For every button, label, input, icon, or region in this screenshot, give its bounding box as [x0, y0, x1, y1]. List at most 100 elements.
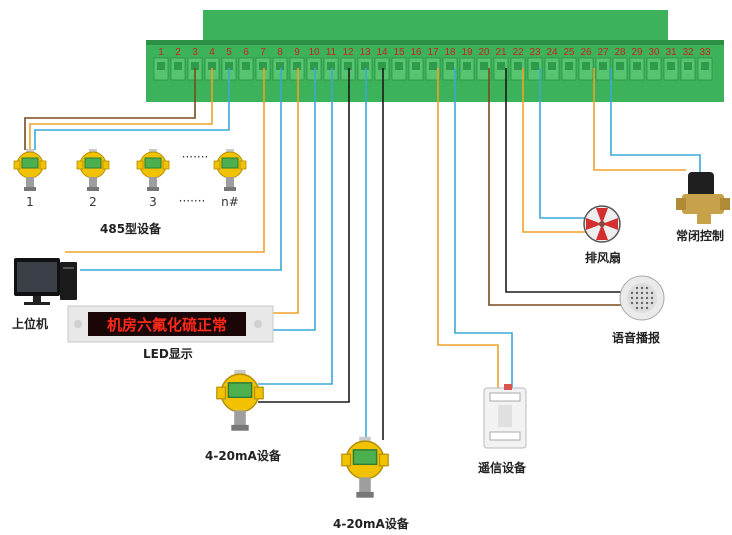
- device-ellipsis: ·······: [179, 194, 206, 208]
- wire-t1-blue: [258, 68, 333, 385]
- terminal-screw: [293, 62, 301, 70]
- terminal-screw: [599, 62, 607, 70]
- terminal-label: 24: [546, 47, 558, 58]
- sensor-485-group: 1 2 3 ······· n# ······· 485型设备: [13, 149, 247, 236]
- terminal-screw: [446, 62, 454, 70]
- terminal-screw: [531, 62, 539, 70]
- comm-device: 遥信设备: [478, 384, 527, 475]
- terminal-screw: [565, 62, 573, 70]
- terminal-screw: [701, 62, 709, 70]
- terminal-label: 18: [444, 47, 456, 58]
- device-number-n: n#: [221, 195, 239, 209]
- terminal-label: 11: [326, 47, 337, 58]
- pc-label: 上位机: [12, 316, 48, 331]
- terminal-label: 7: [260, 47, 266, 58]
- wire-485-brown: [24, 68, 196, 150]
- terminal-label: 23: [529, 47, 541, 58]
- wire-led-orange: [272, 68, 299, 314]
- terminal-screw: [225, 62, 233, 70]
- terminal-label: 6: [243, 47, 249, 58]
- terminal-label: 3: [192, 47, 198, 58]
- terminal-label: 5: [226, 47, 232, 58]
- terminal-screw: [242, 62, 250, 70]
- terminal-label: 13: [359, 47, 371, 58]
- bus485-label: 485型设备: [100, 221, 162, 236]
- transmitter-1-label: 4-20mA设备: [205, 448, 282, 463]
- terminal-label: 31: [665, 47, 677, 58]
- terminal-screw: [259, 62, 267, 70]
- terminal-label: 10: [308, 47, 320, 58]
- wires: [24, 68, 701, 440]
- transmitter-1: 4-20mA设备: [205, 369, 282, 463]
- speaker-device: 语音播报: [612, 275, 665, 345]
- terminal-label: 32: [682, 47, 694, 58]
- terminal-screw: [276, 62, 284, 70]
- terminal-label: 25: [563, 47, 575, 58]
- wire-valve-blue: [610, 68, 701, 172]
- terminal-label: 14: [376, 47, 388, 58]
- wire-pc-orange: [65, 68, 265, 253]
- terminal-label: 16: [410, 47, 422, 58]
- terminal-label: 2: [175, 47, 181, 58]
- terminal-label: 22: [512, 47, 524, 58]
- terminal-label: 30: [648, 47, 660, 58]
- terminal-label: 8: [277, 47, 283, 58]
- wire-speaker-brown: [488, 68, 625, 306]
- terminal-screw: [667, 62, 675, 70]
- wire-485-blue: [34, 68, 230, 150]
- terminal-label: 1: [158, 47, 164, 58]
- terminal-screw: [582, 62, 590, 70]
- terminal-screw: [310, 62, 318, 70]
- wire-comm-orange: [437, 68, 499, 390]
- terminal-label: 28: [614, 47, 626, 58]
- gas-sensor: [136, 149, 170, 191]
- terminal-label: 20: [478, 47, 490, 58]
- gas-sensor: [13, 149, 47, 191]
- terminal-label: 33: [699, 47, 711, 58]
- terminal-screw: [463, 62, 471, 70]
- terminal-label: 26: [580, 47, 592, 58]
- terminal-screw: [497, 62, 505, 70]
- terminal-screw: [650, 62, 658, 70]
- terminal-label: 4: [209, 47, 215, 58]
- terminal-screw: [361, 62, 369, 70]
- gas-sensor: [213, 149, 247, 191]
- terminal-screw: [429, 62, 437, 70]
- device-number-2: 2: [89, 195, 97, 209]
- terminal-label: 27: [597, 47, 609, 58]
- terminal-label: 9: [294, 47, 300, 58]
- terminal-screw: [616, 62, 624, 70]
- led-display: 机房六氟化硫正常 LED显示: [67, 305, 274, 361]
- gas-sensor: [76, 149, 110, 191]
- speaker-label: 语音播报: [612, 330, 660, 345]
- fan-device: 排风扇: [583, 205, 621, 265]
- terminal-screw: [208, 62, 216, 70]
- terminal-screw: [174, 62, 182, 70]
- wire-speaker-black: [505, 68, 625, 293]
- led-label: LED显示: [143, 347, 193, 361]
- terminal-label: 12: [342, 47, 354, 58]
- led-display-text: 机房六氟化硫正常: [107, 316, 227, 334]
- terminal-screw: [157, 62, 165, 70]
- terminal-screw: [327, 62, 335, 70]
- valve-label: 常闭控制: [676, 228, 724, 243]
- terminal-screw: [548, 62, 556, 70]
- fan-label: 排风扇: [585, 250, 621, 265]
- valve-device: 常闭控制: [676, 172, 730, 243]
- transmitter-2: 4-20mA设备: [333, 436, 410, 531]
- device-number-3: 3: [149, 195, 157, 209]
- terminal-screw: [633, 62, 641, 70]
- terminal-screw: [412, 62, 420, 70]
- sensor-dots: ·······: [182, 150, 209, 164]
- wire-fan-blue: [539, 68, 590, 219]
- wire-fan-orange: [522, 68, 590, 233]
- wire-led-blue: [272, 68, 316, 331]
- device-number-1: 1: [26, 195, 34, 209]
- terminal-screw: [395, 62, 403, 70]
- wire-t1-black: [258, 68, 350, 403]
- terminal-screw: [344, 62, 352, 70]
- wire-pc-blue: [80, 68, 282, 271]
- terminal-label: 19: [461, 47, 473, 58]
